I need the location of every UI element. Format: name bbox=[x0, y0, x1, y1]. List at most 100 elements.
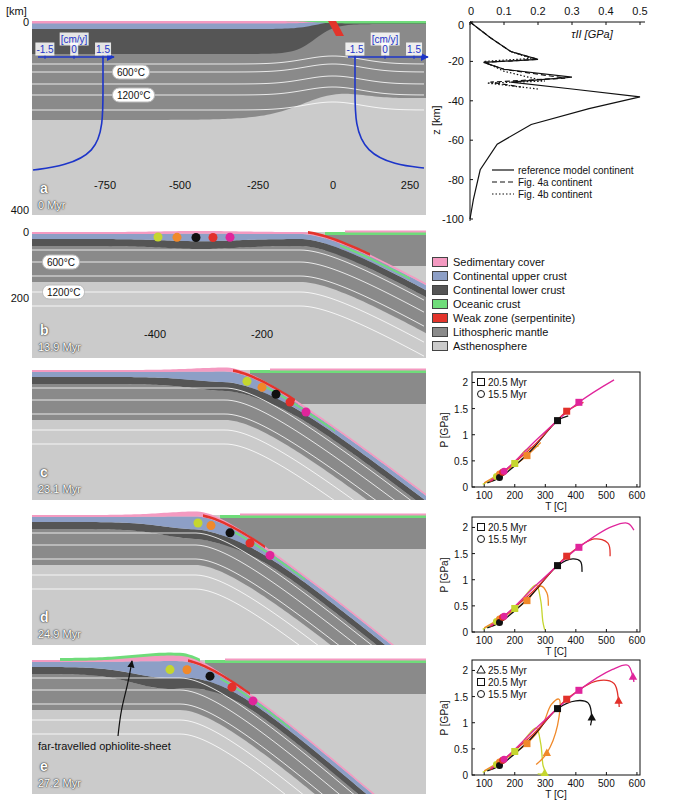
axis-tick: -40 bbox=[448, 94, 464, 107]
axis-title: z [km] bbox=[430, 105, 443, 134]
model-panel bbox=[32, 21, 426, 215]
pt-marker bbox=[543, 749, 551, 757]
axis-tick: -1.5 bbox=[35, 43, 54, 56]
tracer-marker bbox=[246, 539, 255, 548]
tracer-marker bbox=[207, 521, 216, 530]
tracer-marker bbox=[173, 233, 182, 242]
axis-tick: 400 bbox=[568, 489, 585, 502]
legend-line-sample bbox=[492, 169, 514, 170]
legend-label: 25.5 Myr bbox=[488, 664, 527, 677]
axis-tick: 0.4 bbox=[598, 5, 613, 18]
upper-crust bbox=[32, 516, 426, 645]
axis-tick: 100 bbox=[476, 489, 493, 502]
isotherm bbox=[32, 250, 424, 300]
axis-tick: 500 bbox=[598, 489, 615, 502]
axis-tick: 300 bbox=[537, 634, 554, 647]
model-panel bbox=[32, 231, 426, 359]
callout-label: far-travelled ophiolite-sheet bbox=[36, 740, 173, 753]
legend-swatch bbox=[432, 271, 448, 281]
weak-zone bbox=[188, 659, 250, 695]
pt-marker bbox=[554, 417, 561, 424]
plot-frame bbox=[472, 372, 640, 487]
model-panel bbox=[32, 511, 426, 645]
axis-tick-mark bbox=[470, 179, 473, 180]
sediment bbox=[32, 231, 426, 285]
asthenosphere bbox=[32, 21, 426, 215]
isotherm bbox=[32, 292, 424, 342]
sediment bbox=[270, 369, 426, 371]
axis-tick-mark bbox=[514, 629, 515, 632]
axis-tick: -1.5 bbox=[345, 43, 364, 56]
pt-path bbox=[487, 701, 591, 771]
model-panel bbox=[32, 653, 426, 794]
axis-title: P [GPa] bbox=[438, 412, 451, 447]
legend-label: Fig. 4b continent bbox=[518, 188, 592, 201]
axis-tick: 0 bbox=[462, 481, 468, 494]
axis-tick: 100 bbox=[476, 634, 493, 647]
legend-swatch bbox=[432, 299, 448, 309]
axis-title: τII [GPa] bbox=[571, 28, 612, 41]
axis-tick: 0 bbox=[23, 226, 29, 239]
pt-marker bbox=[575, 687, 582, 694]
lithospheric-mantle bbox=[32, 384, 426, 500]
leader-arrow bbox=[118, 661, 132, 736]
legend-label: Weak zone (serpentinite) bbox=[453, 312, 575, 325]
axis-tick: 0.2 bbox=[530, 5, 545, 18]
axis-tick: -750 bbox=[94, 179, 116, 192]
isotherm-label: 600°C bbox=[42, 255, 80, 270]
axis-tick: 600 bbox=[629, 634, 646, 647]
axis-tick: -250 bbox=[247, 179, 269, 192]
oceanic-crust bbox=[32, 21, 426, 24]
pt-marker bbox=[477, 666, 485, 674]
axis-line bbox=[470, 22, 471, 221]
legend-label: 15.5 Myr bbox=[488, 388, 527, 401]
axis-tick: 0.5 bbox=[454, 742, 468, 755]
axis-tick-mark bbox=[472, 527, 475, 528]
pt-marker bbox=[614, 696, 622, 704]
axis-tick: 0 bbox=[381, 43, 389, 56]
legend-label: Lithospheric mantle bbox=[453, 326, 548, 339]
axis-tick: 0.5 bbox=[454, 599, 468, 612]
pt-plot bbox=[472, 517, 640, 632]
axis-tick-mark bbox=[514, 484, 515, 487]
axis-tick: 2 bbox=[462, 376, 468, 389]
legend-label: Continental upper crust bbox=[453, 270, 567, 283]
axis-tick-mark bbox=[636, 772, 637, 775]
axis-tick: 250 bbox=[401, 179, 419, 192]
oceanic-crust bbox=[220, 677, 290, 729]
tracer-marker bbox=[272, 390, 281, 399]
isotherm bbox=[32, 589, 424, 645]
isotherm bbox=[32, 102, 424, 110]
axis-tick-mark bbox=[472, 579, 475, 580]
ophiolite-sheet bbox=[60, 653, 200, 662]
pt-path bbox=[490, 402, 583, 481]
axis-tick: 200 bbox=[11, 292, 29, 305]
axis-tick-mark bbox=[606, 484, 607, 487]
oceanic-crust bbox=[265, 386, 335, 432]
pt-marker bbox=[501, 613, 508, 620]
axis-tick-mark bbox=[472, 632, 475, 633]
axis-tick-mark bbox=[472, 696, 475, 697]
axis-tick: 2 bbox=[462, 664, 468, 677]
axis-tick: 0 bbox=[462, 769, 468, 782]
axis-tick: 0 bbox=[330, 179, 336, 192]
panel-letter: b bbox=[40, 324, 49, 337]
time-label: 27.2 Myr bbox=[38, 777, 81, 790]
isotherm-label: 1200°C bbox=[42, 285, 85, 300]
sediment bbox=[32, 368, 426, 496]
axis-tick: 1.5 bbox=[406, 43, 422, 56]
axis-tick: 200 bbox=[506, 634, 523, 647]
axis-tick: 1 bbox=[462, 573, 468, 586]
pt-plot bbox=[472, 660, 640, 776]
axis-title: T [C] bbox=[545, 788, 566, 801]
isotherm bbox=[32, 430, 424, 500]
overriding-plate bbox=[220, 515, 426, 549]
axis-tick-mark bbox=[472, 487, 475, 488]
lower-crust bbox=[32, 239, 426, 297]
axis-tick: 0.5 bbox=[632, 5, 647, 18]
pt-marker bbox=[478, 379, 485, 386]
axis-tick-mark bbox=[640, 22, 641, 25]
axis-tick: 0.5 bbox=[454, 454, 468, 467]
axis-tick-mark bbox=[606, 22, 607, 25]
